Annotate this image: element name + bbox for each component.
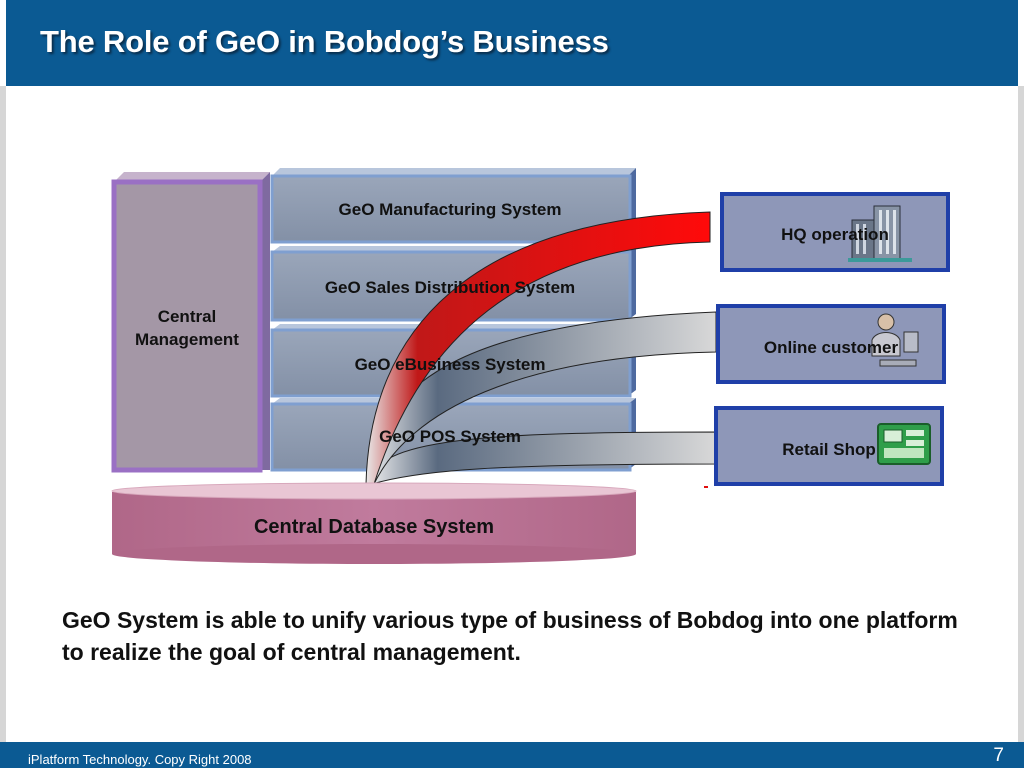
footer-bar: iPlatform Technology. Copy Right 2008 7: [0, 742, 1024, 768]
slide-title: The Role of GeO in Bobdog’s Business: [40, 24, 609, 59]
online-customer-label: Online customer: [763, 338, 899, 357]
database-label: Central Database System: [253, 516, 495, 538]
system-label-ebusiness: GeO eBusiness System: [354, 355, 546, 374]
title-bar: The Role of GeO in Bobdog’s Business: [6, 0, 1018, 86]
right-border: [1018, 86, 1024, 742]
buildings-icon: [848, 205, 912, 262]
central-management-box: [111, 172, 270, 473]
system-label-pos: GeO POS System: [379, 427, 521, 446]
summary-text: GeO System is able to unify various type…: [62, 607, 958, 665]
left-border: [0, 86, 6, 742]
system-label-manufacturing: GeO Manufacturing System: [338, 200, 562, 219]
page-number: 7: [993, 745, 1004, 766]
central-management-line-2: Management: [135, 330, 239, 349]
hq-operation-box: [720, 192, 950, 272]
system-label-sales: GeO Sales Distribution System: [324, 278, 576, 297]
central-management-line-1: Central: [157, 307, 217, 326]
person-at-computer-icon: [871, 313, 919, 367]
connector-arrows: [365, 211, 717, 488]
central-management-label: Central Management: [114, 305, 260, 351]
footer-copyright: iPlatform Technology. Copy Right 2008: [28, 752, 252, 767]
central-database-cylinder: [111, 482, 637, 564]
hq-operation-label: HQ operation: [781, 225, 889, 244]
retail-shop-label: Retail Shop: [782, 440, 876, 459]
cash-register-icon: [877, 423, 931, 465]
arrow-to-hq: [365, 211, 711, 485]
